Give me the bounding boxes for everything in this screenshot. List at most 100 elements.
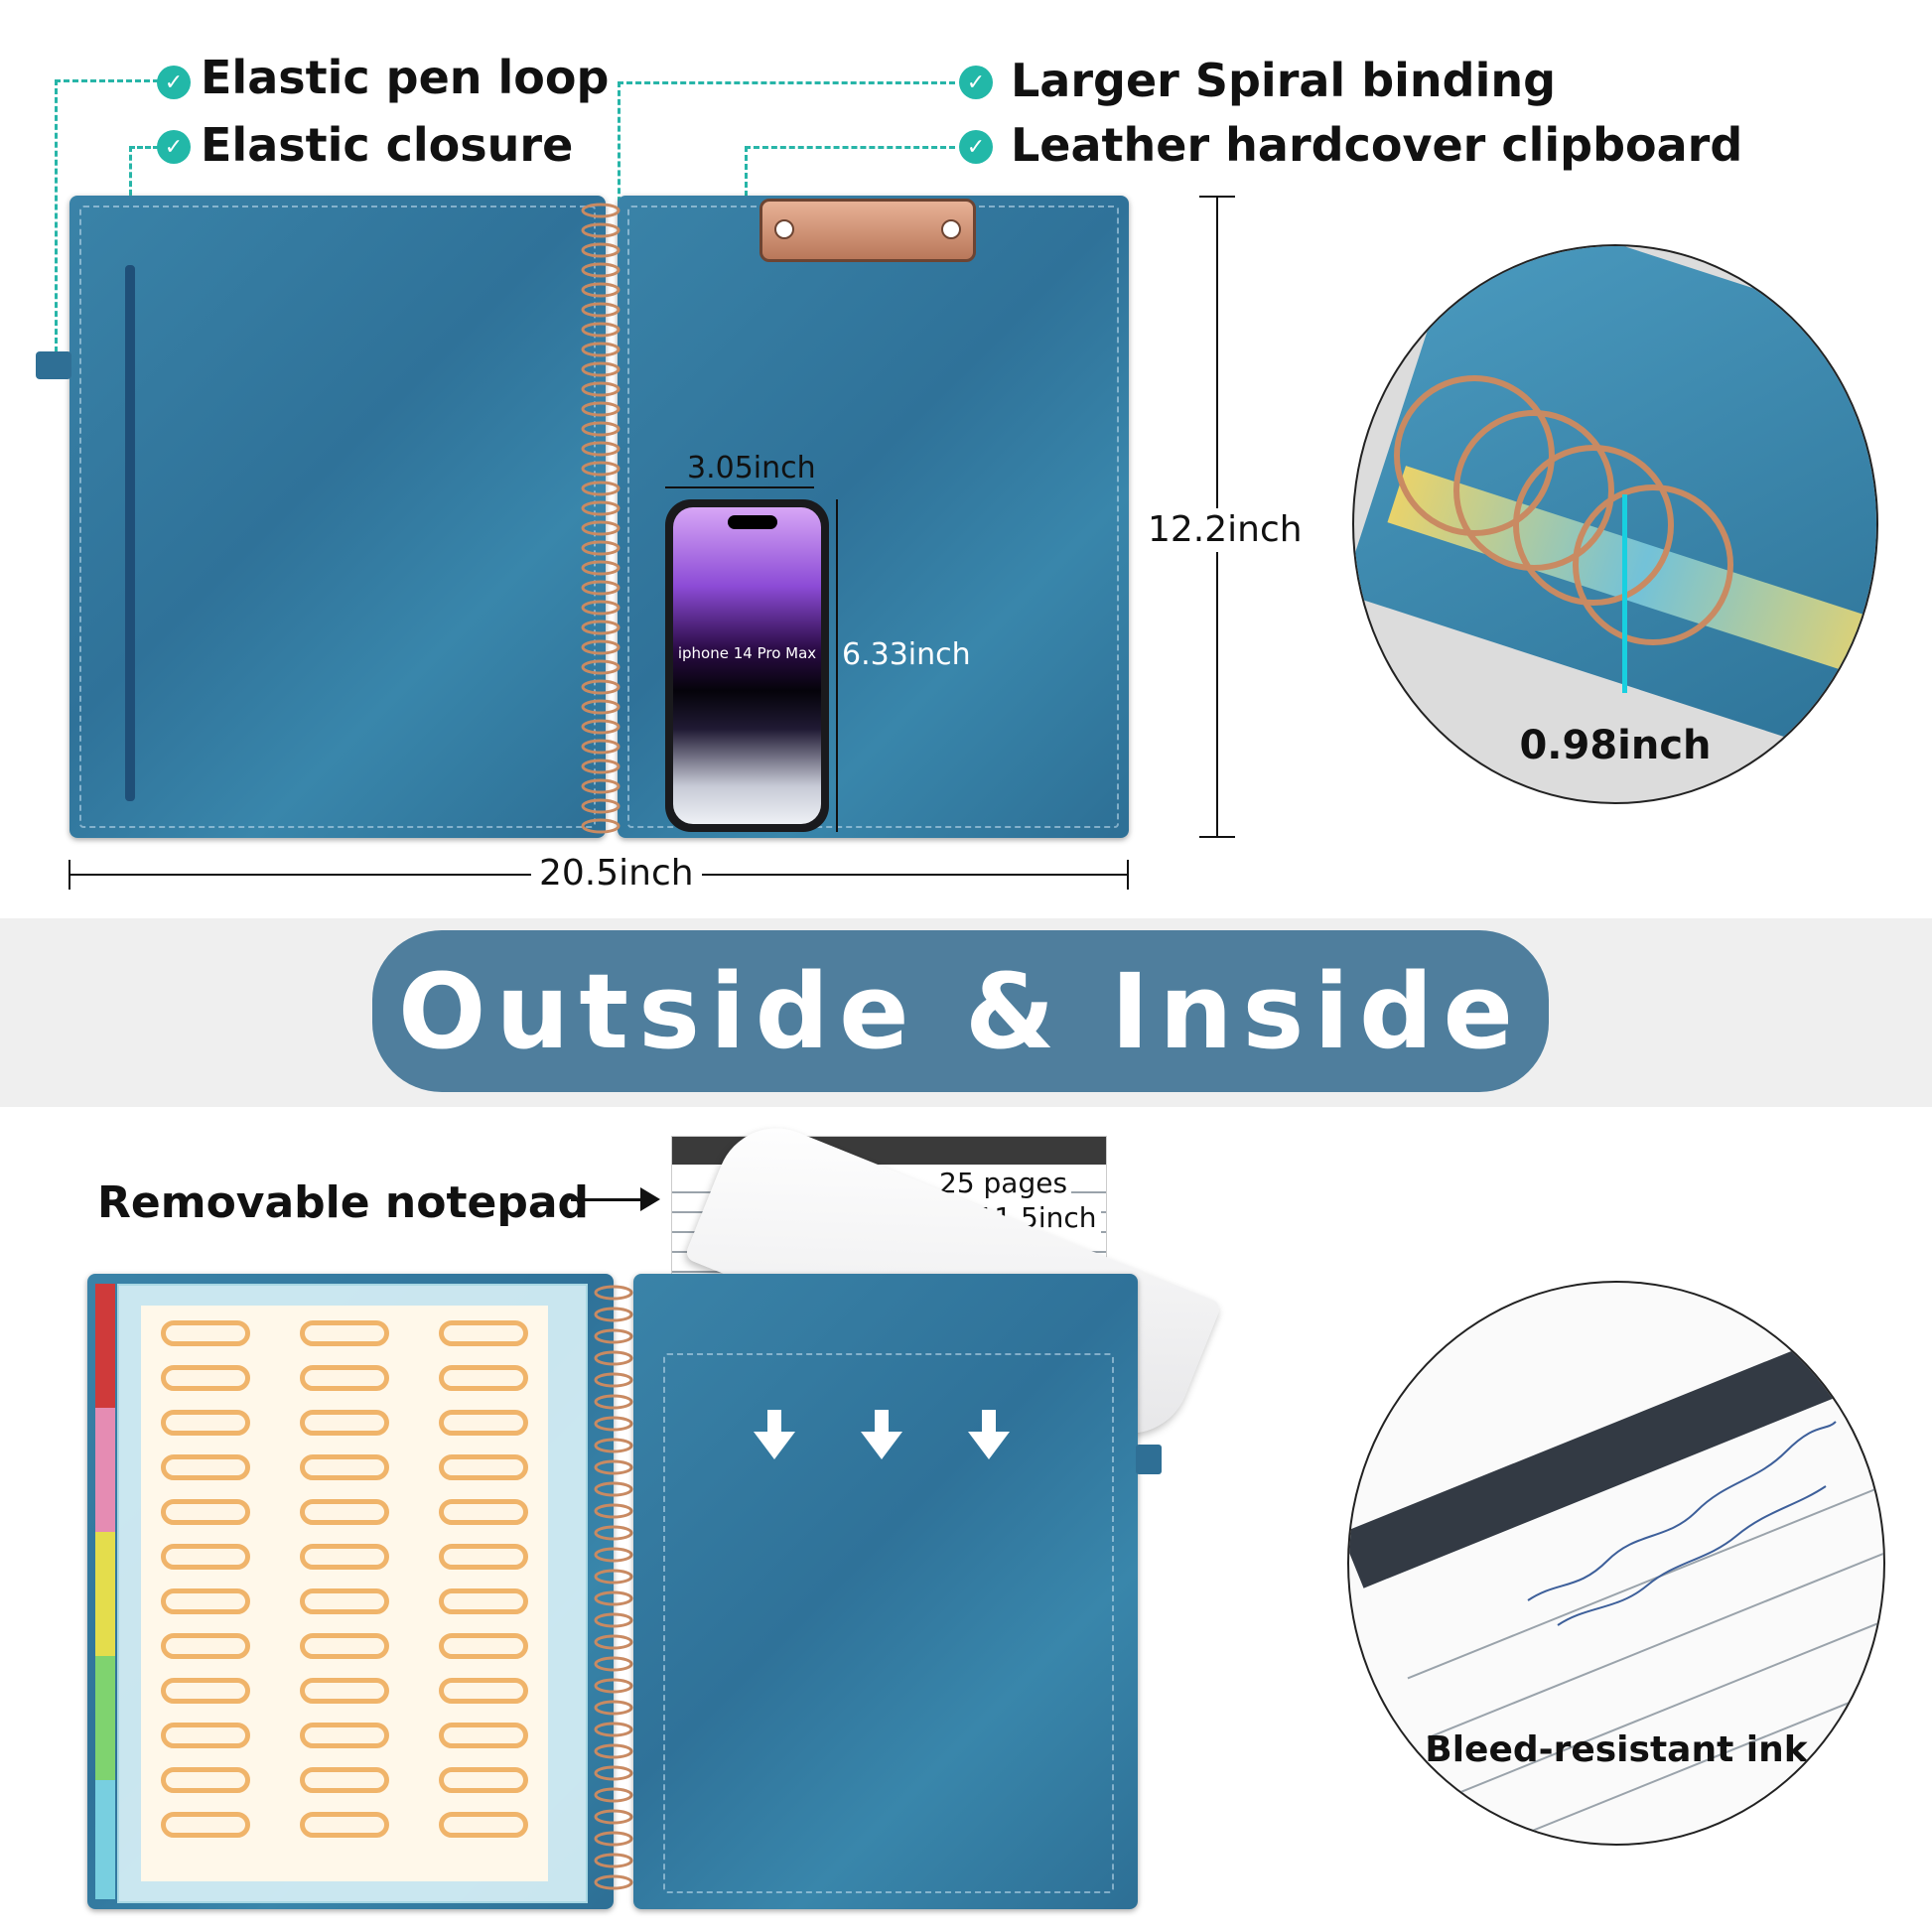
storage-slot	[439, 1320, 528, 1346]
storage-slot	[161, 1320, 250, 1346]
tab-green	[95, 1656, 115, 1780]
clipboard-leader-h	[745, 146, 955, 149]
ink-closeup: Bleed-resistant ink	[1347, 1281, 1885, 1846]
spiral-binding	[581, 203, 621, 834]
closure-leader-h	[129, 146, 159, 149]
width-label-box: 20.5inch	[531, 856, 702, 892]
ring-size-indicator	[1622, 494, 1627, 693]
storage-slot	[300, 1767, 389, 1793]
down-arrow-icon	[754, 1410, 795, 1459]
elastic-closure-band	[125, 265, 135, 801]
phone-illustration: iphone 14 Pro Max	[665, 499, 829, 832]
storage-slot	[161, 1454, 250, 1480]
feature-clipboard: Leather hardcover clipboard	[1011, 118, 1743, 172]
storage-slot	[300, 1544, 389, 1570]
storage-slot	[439, 1544, 528, 1570]
storage-slot	[439, 1365, 528, 1391]
storage-slot	[161, 1678, 250, 1704]
storage-slot	[161, 1723, 250, 1748]
notepad-pocket	[663, 1353, 1114, 1893]
spiral-leader-v	[618, 81, 621, 220]
slot-sheet	[141, 1306, 548, 1881]
phone-width-label: 3.05inch	[687, 451, 816, 485]
storage-slot	[439, 1723, 528, 1748]
storage-slot	[161, 1410, 250, 1436]
storage-slot	[300, 1454, 389, 1480]
clip-rivet	[774, 219, 794, 239]
width-label: 20.5inch	[539, 853, 694, 894]
insert-arrows	[754, 1410, 1010, 1459]
feature-closure: Elastic closure	[201, 118, 574, 172]
tab-pink	[95, 1408, 115, 1532]
handwriting-scribble	[1527, 1421, 1837, 1626]
storage-slot	[300, 1633, 389, 1659]
storage-slot	[439, 1410, 528, 1436]
storage-slot	[300, 1588, 389, 1614]
storage-slot	[300, 1723, 389, 1748]
phone-width-line	[665, 486, 814, 488]
storage-slot	[439, 1633, 528, 1659]
feature-pen-loop: Elastic pen loop	[201, 51, 610, 104]
clip-rivet	[941, 219, 961, 239]
storage-slot	[439, 1678, 528, 1704]
clear-pocket	[117, 1284, 588, 1903]
clipboard-clip	[759, 199, 976, 262]
ink-label: Bleed-resistant ink	[1425, 1729, 1808, 1770]
storage-slot	[439, 1812, 528, 1838]
storage-slot	[161, 1544, 250, 1570]
storage-slot	[161, 1812, 250, 1838]
check-icon: ✓	[157, 130, 191, 164]
phone-screen	[673, 507, 821, 824]
down-arrow-icon	[861, 1410, 902, 1459]
spiral-leader-h	[618, 81, 955, 84]
phone-height-label: 6.33inch	[842, 637, 971, 672]
height-tick-bottom	[1199, 836, 1235, 838]
section-banner: Outside & Inside	[372, 930, 1549, 1092]
check-icon: ✓	[959, 130, 993, 164]
width-tick-left	[69, 860, 70, 890]
feature-spiral: Larger Spiral binding	[1011, 54, 1557, 107]
notepad-label: Removable notepad	[97, 1177, 590, 1228]
tab-blue	[95, 1780, 115, 1899]
storage-slot	[439, 1454, 528, 1480]
phone-height-line	[836, 499, 838, 832]
ring-size-label: 0.98inch	[1519, 723, 1712, 768]
storage-slot	[300, 1812, 389, 1838]
check-icon: ✓	[157, 66, 191, 99]
storage-slot	[439, 1499, 528, 1525]
tab-yellow	[95, 1532, 115, 1656]
notepad-pages: 25 pages	[935, 1167, 1072, 1199]
closeup-ring	[1573, 484, 1733, 645]
notepad-arrow	[571, 1198, 652, 1201]
storage-slot	[161, 1588, 250, 1614]
spiral-closeup: 0.98inch	[1352, 244, 1878, 804]
pen-loop-leader-v	[55, 79, 58, 352]
storage-slot	[161, 1365, 250, 1391]
check-icon: ✓	[959, 66, 993, 99]
storage-slot	[439, 1588, 528, 1614]
banner-title: Outside & Inside	[397, 950, 1524, 1072]
folio-left-cover	[69, 196, 606, 838]
height-label-box: 12.2inch	[1142, 508, 1309, 552]
storage-slot	[300, 1678, 389, 1704]
down-arrow-icon	[968, 1410, 1010, 1459]
dynamic-island	[728, 515, 777, 529]
pen-loop	[36, 351, 71, 379]
phone-model-label: iphone 14 Pro Max	[677, 644, 817, 662]
folio-inner-right	[633, 1274, 1138, 1909]
width-tick-right	[1127, 860, 1129, 890]
storage-slot	[161, 1633, 250, 1659]
storage-slot	[300, 1410, 389, 1436]
cover-stitching	[79, 206, 596, 828]
height-label: 12.2inch	[1148, 509, 1303, 550]
spiral-binding-bottom	[594, 1285, 633, 1890]
height-tick-top	[1199, 196, 1235, 198]
tab-red	[95, 1284, 115, 1408]
arrow-head-icon	[640, 1187, 660, 1211]
storage-slot	[300, 1499, 389, 1525]
pen-loop-leader-h	[55, 79, 159, 82]
storage-slot	[439, 1767, 528, 1793]
storage-slot	[161, 1767, 250, 1793]
storage-slot	[300, 1320, 389, 1346]
storage-slot	[161, 1499, 250, 1525]
